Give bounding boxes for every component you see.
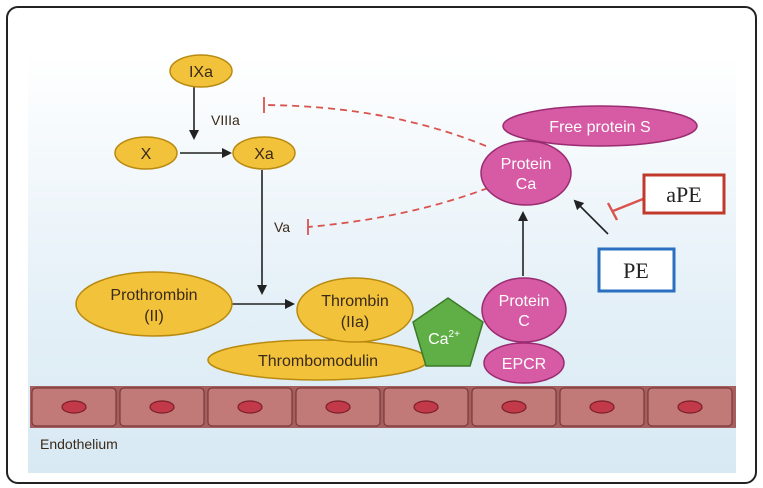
svg-text:(II): (II) <box>144 308 164 325</box>
svg-text:PE: PE <box>623 258 649 283</box>
svg-text:Prothrombin: Prothrombin <box>110 287 197 304</box>
cell-nucleus-icon <box>501 400 527 414</box>
svg-text:Ca: Ca <box>516 176 537 193</box>
inhibition-lines <box>263 97 644 235</box>
ape-box: aPE <box>642 173 726 215</box>
protein-ca-node: Protein Ca <box>480 140 572 206</box>
free-protein-s-node: Free protein S <box>502 105 698 147</box>
svg-text:Xa: Xa <box>254 146 274 163</box>
thrombomodulin-node: Thrombomodulin <box>207 339 429 381</box>
coagulation-diagram: Endothelium IXa VIIIa X Xa Va Prothrombi… <box>28 53 736 473</box>
arrow-pe-to-protein-ca <box>573 199 609 235</box>
prothrombin-node: Prothrombin (II) <box>75 271 233 337</box>
svg-text:Protein: Protein <box>499 293 550 310</box>
cell-nucleus-icon <box>61 400 87 414</box>
svg-text:X: X <box>141 146 152 163</box>
svg-text:Thrombomodulin: Thrombomodulin <box>258 353 378 370</box>
svg-text:aPE: aPE <box>666 182 701 207</box>
svg-text:(IIa): (IIa) <box>341 314 369 331</box>
cell-nucleus-icon <box>589 400 615 414</box>
svg-text:Free protein S: Free protein S <box>549 119 650 136</box>
svg-text:Protein: Protein <box>501 156 552 173</box>
x-node: X <box>114 136 178 170</box>
thrombin-node: Thrombin (IIa) <box>296 277 414 343</box>
calcium-ion: Ca2+ <box>412 297 484 367</box>
epcr-node: EPCR <box>483 342 565 384</box>
viiia-label: VIIIa <box>211 112 240 128</box>
va-label: Va <box>274 219 290 235</box>
svg-text:Thrombin: Thrombin <box>321 293 389 310</box>
svg-text:Ca2+: Ca2+ <box>428 329 460 348</box>
protein-c-node: Protein C <box>481 277 567 343</box>
pe-box: PE <box>597 247 676 293</box>
cell-nucleus-icon <box>237 400 263 414</box>
cell-nucleus-icon <box>677 400 703 414</box>
inhibition-bar-ape <box>606 202 619 221</box>
inhibition-ape-line <box>612 197 644 213</box>
endothelium-label: Endothelium <box>40 436 118 452</box>
diagram-frame: Endothelium IXa VIIIa X Xa Va Prothrombi… <box>6 6 757 484</box>
svg-text:IXa: IXa <box>189 64 213 81</box>
inhibition-protein-ca-to-va <box>307 187 489 228</box>
cell-nucleus-icon <box>325 400 351 414</box>
cell-nucleus-icon <box>149 400 175 414</box>
activation-arrows <box>180 86 609 309</box>
ixa-node: IXa <box>169 54 233 88</box>
cell-nucleus-icon <box>413 400 439 414</box>
inhibition-protein-ca-to-viiia <box>263 104 487 147</box>
endothelium-layer <box>30 386 736 428</box>
svg-text:C: C <box>518 313 530 330</box>
svg-text:EPCR: EPCR <box>502 356 546 373</box>
xa-node: Xa <box>232 136 296 170</box>
